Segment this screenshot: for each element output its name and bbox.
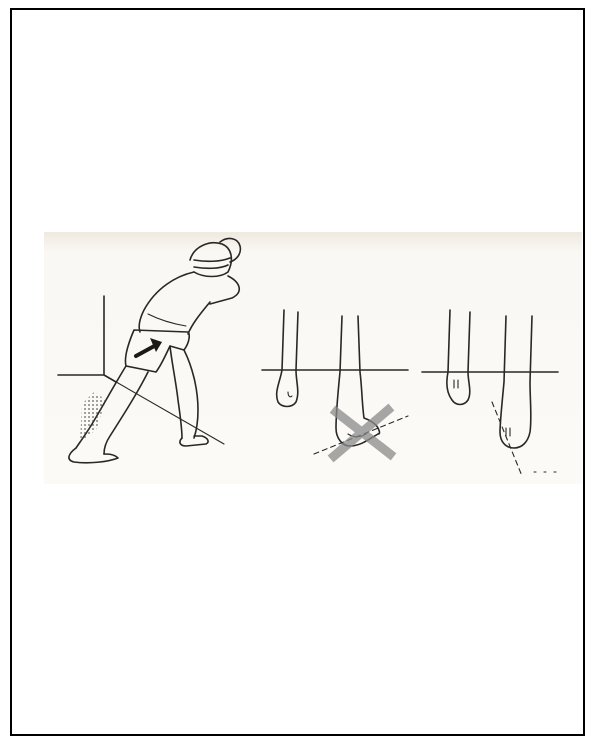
calf-stretch-illustration (44, 232, 582, 484)
illustration-paper (44, 232, 582, 484)
